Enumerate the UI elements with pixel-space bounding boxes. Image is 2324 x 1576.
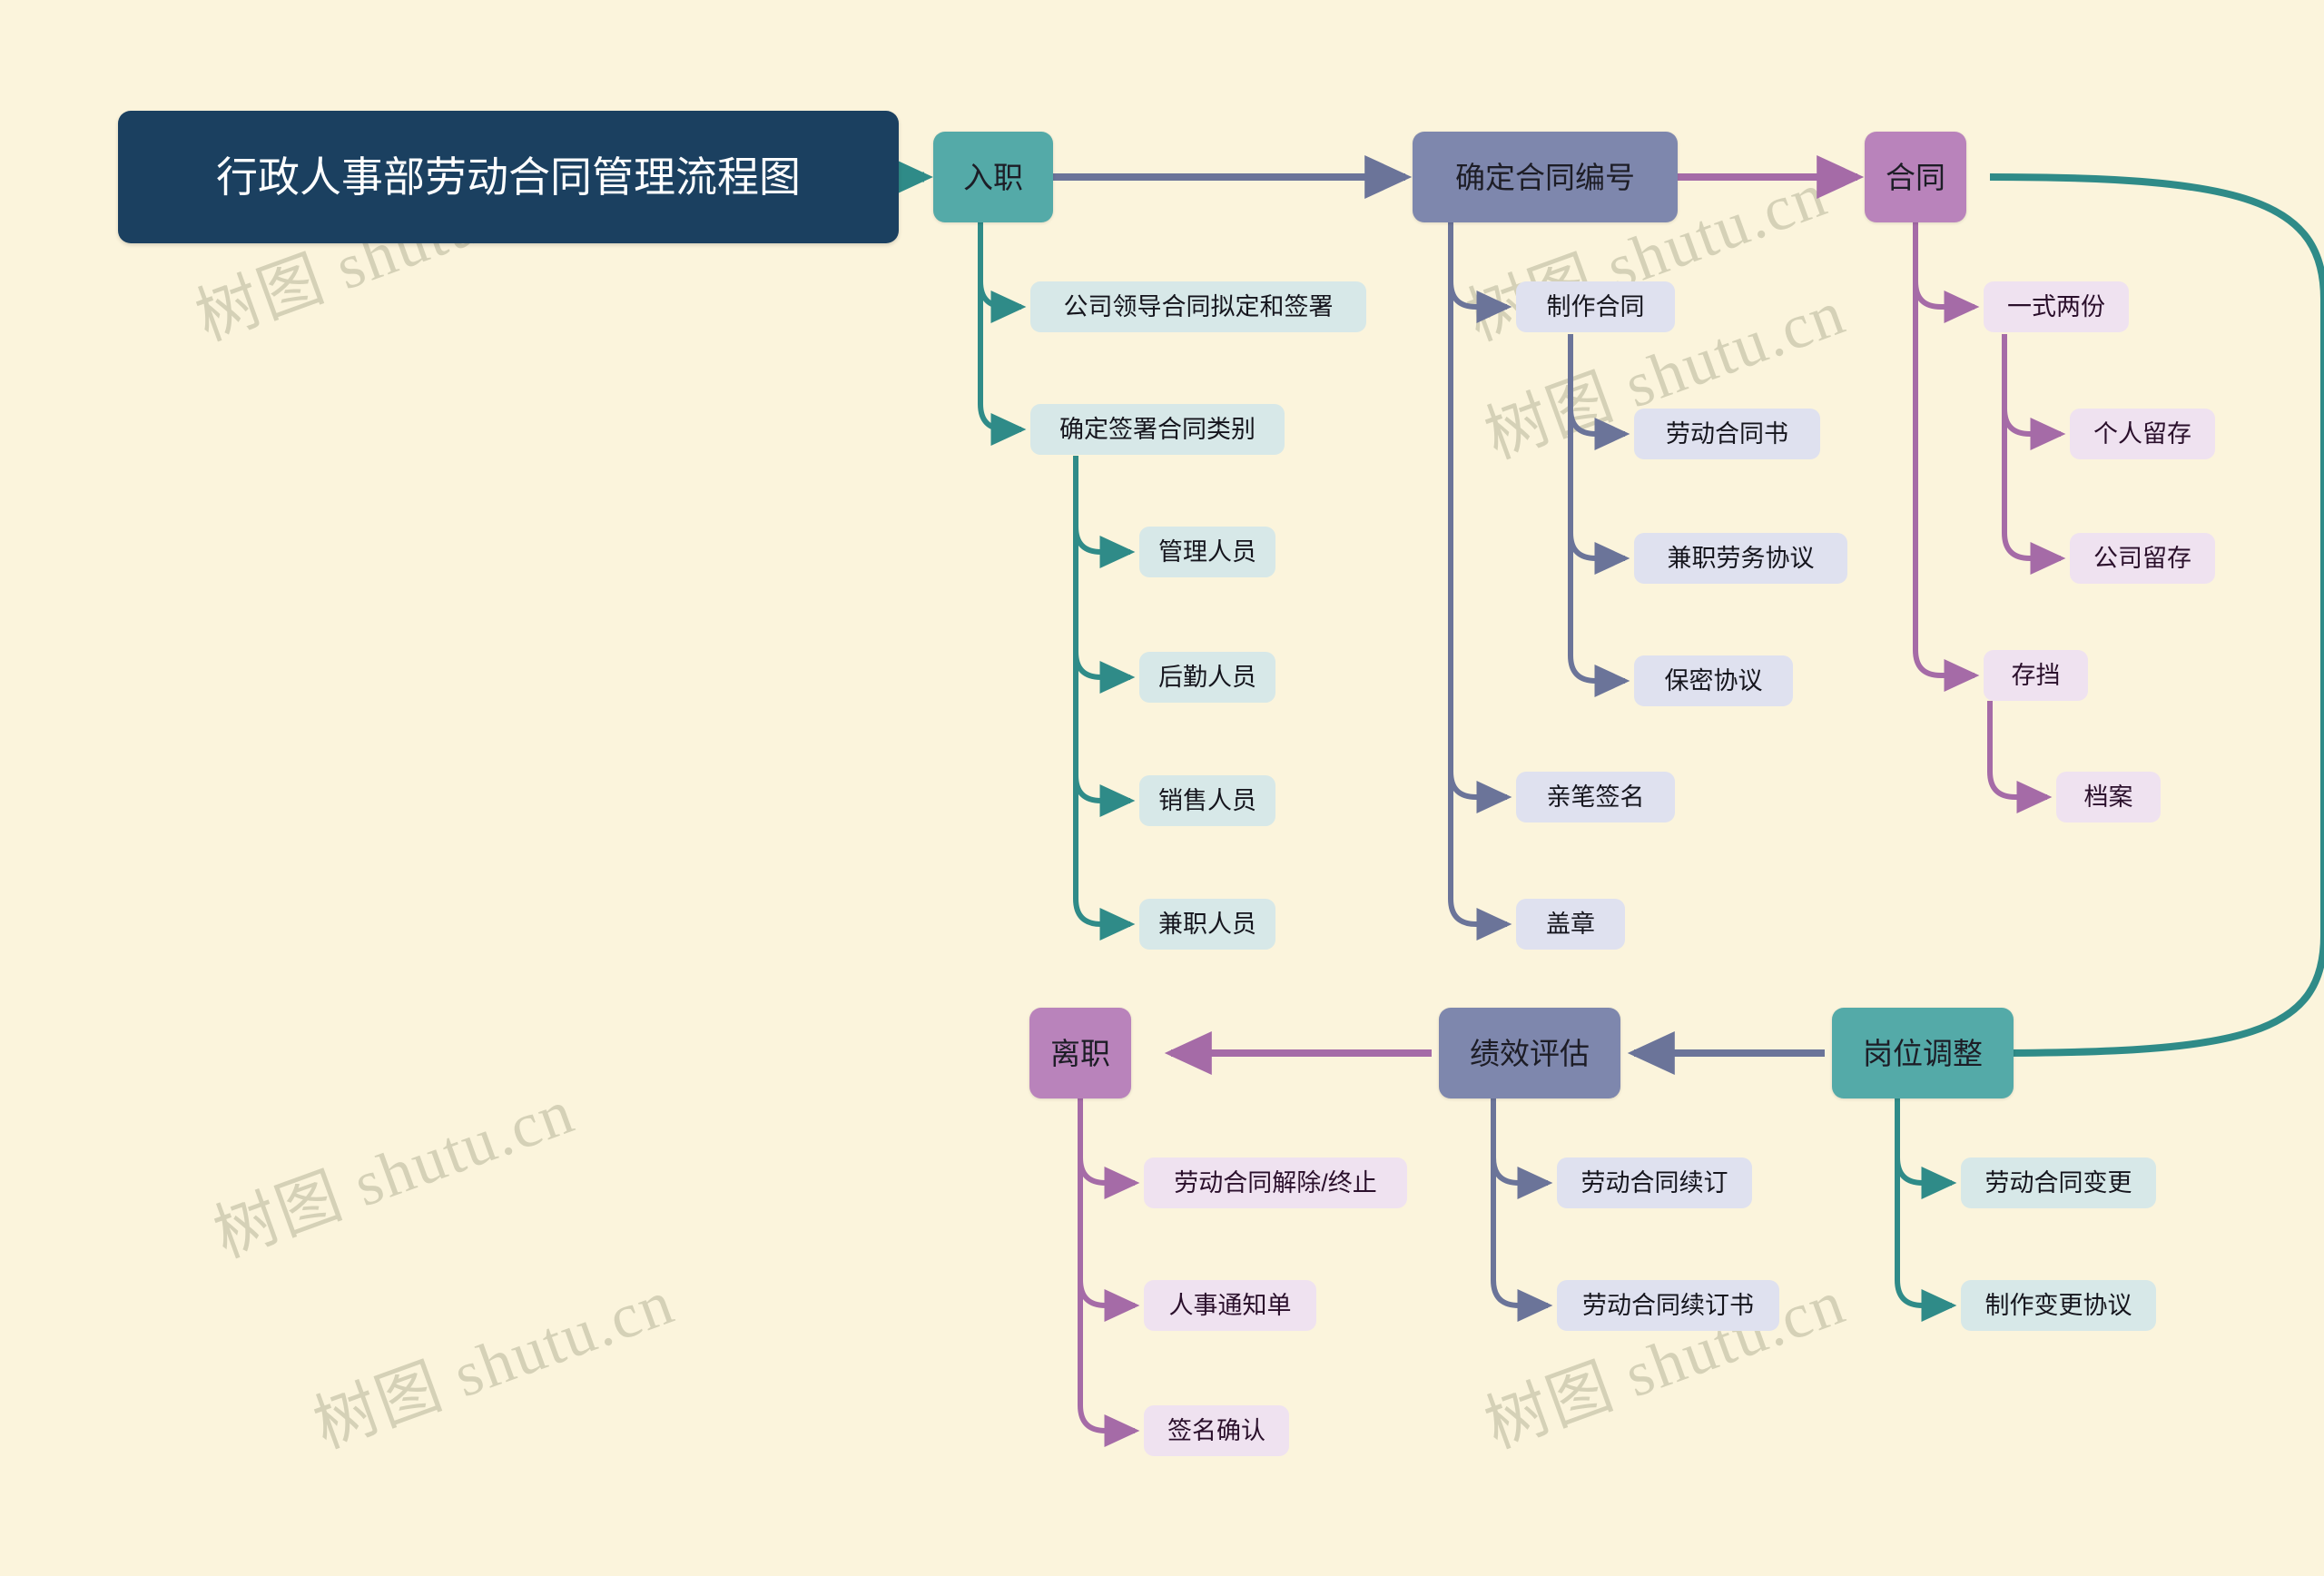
node-signature-confirmation[interactable]: 签名确认: [1144, 1405, 1289, 1456]
node-parttime-labor-agreement[interactable]: 兼职劳务协议: [1634, 533, 1847, 584]
node-hr-notice[interactable]: 人事通知单: [1144, 1280, 1316, 1331]
watermark: 树图 shutu.cn: [305, 1266, 684, 1463]
node-contract-amendment[interactable]: 劳动合同变更: [1961, 1157, 2156, 1208]
chart-title: 行政人事部劳动合同管理流程图: [118, 111, 899, 243]
node-company-copy[interactable]: 公司留存: [2070, 533, 2215, 584]
node-performance-review[interactable]: 绩效评估: [1439, 1008, 1620, 1098]
node-archive-storage[interactable]: 存挡: [1984, 650, 2088, 701]
node-assign-contract-number[interactable]: 确定合同编号: [1413, 132, 1678, 222]
node-labor-contract-doc[interactable]: 劳动合同书: [1634, 409, 1820, 459]
node-employee-copy[interactable]: 个人留存: [2070, 409, 2215, 459]
node-contract-drafting-signing[interactable]: 公司领导合同拟定和签署: [1030, 281, 1366, 332]
node-logistics-staff[interactable]: 后勤人员: [1139, 652, 1275, 703]
watermark: 树图 shutu.cn: [205, 1076, 584, 1272]
node-onboarding[interactable]: 入职: [933, 132, 1053, 222]
node-handwritten-signature[interactable]: 亲笔签名: [1516, 772, 1675, 822]
node-position-adjustment[interactable]: 岗位调整: [1832, 1008, 2014, 1098]
node-archive-file[interactable]: 档案: [2056, 772, 2161, 822]
node-determine-contract-category[interactable]: 确定签署合同类别: [1030, 404, 1285, 455]
node-contract[interactable]: 合同: [1865, 132, 1966, 222]
node-contract-termination[interactable]: 劳动合同解除/终止: [1144, 1157, 1407, 1208]
node-management-staff[interactable]: 管理人员: [1139, 527, 1275, 577]
node-two-copies[interactable]: 一式两份: [1984, 281, 2129, 332]
node-contract-renewal-doc[interactable]: 劳动合同续订书: [1557, 1280, 1779, 1331]
node-affix-seal[interactable]: 盖章: [1516, 899, 1625, 950]
node-produce-contract[interactable]: 制作合同: [1516, 281, 1675, 332]
node-parttime-staff[interactable]: 兼职人员: [1139, 899, 1275, 950]
node-produce-amendment-agreement[interactable]: 制作变更协议: [1961, 1280, 2156, 1331]
node-resignation[interactable]: 离职: [1029, 1008, 1131, 1098]
node-contract-renewal[interactable]: 劳动合同续订: [1557, 1157, 1752, 1208]
node-sales-staff[interactable]: 销售人员: [1139, 775, 1275, 826]
node-confidentiality-agreement[interactable]: 保密协议: [1634, 655, 1793, 706]
